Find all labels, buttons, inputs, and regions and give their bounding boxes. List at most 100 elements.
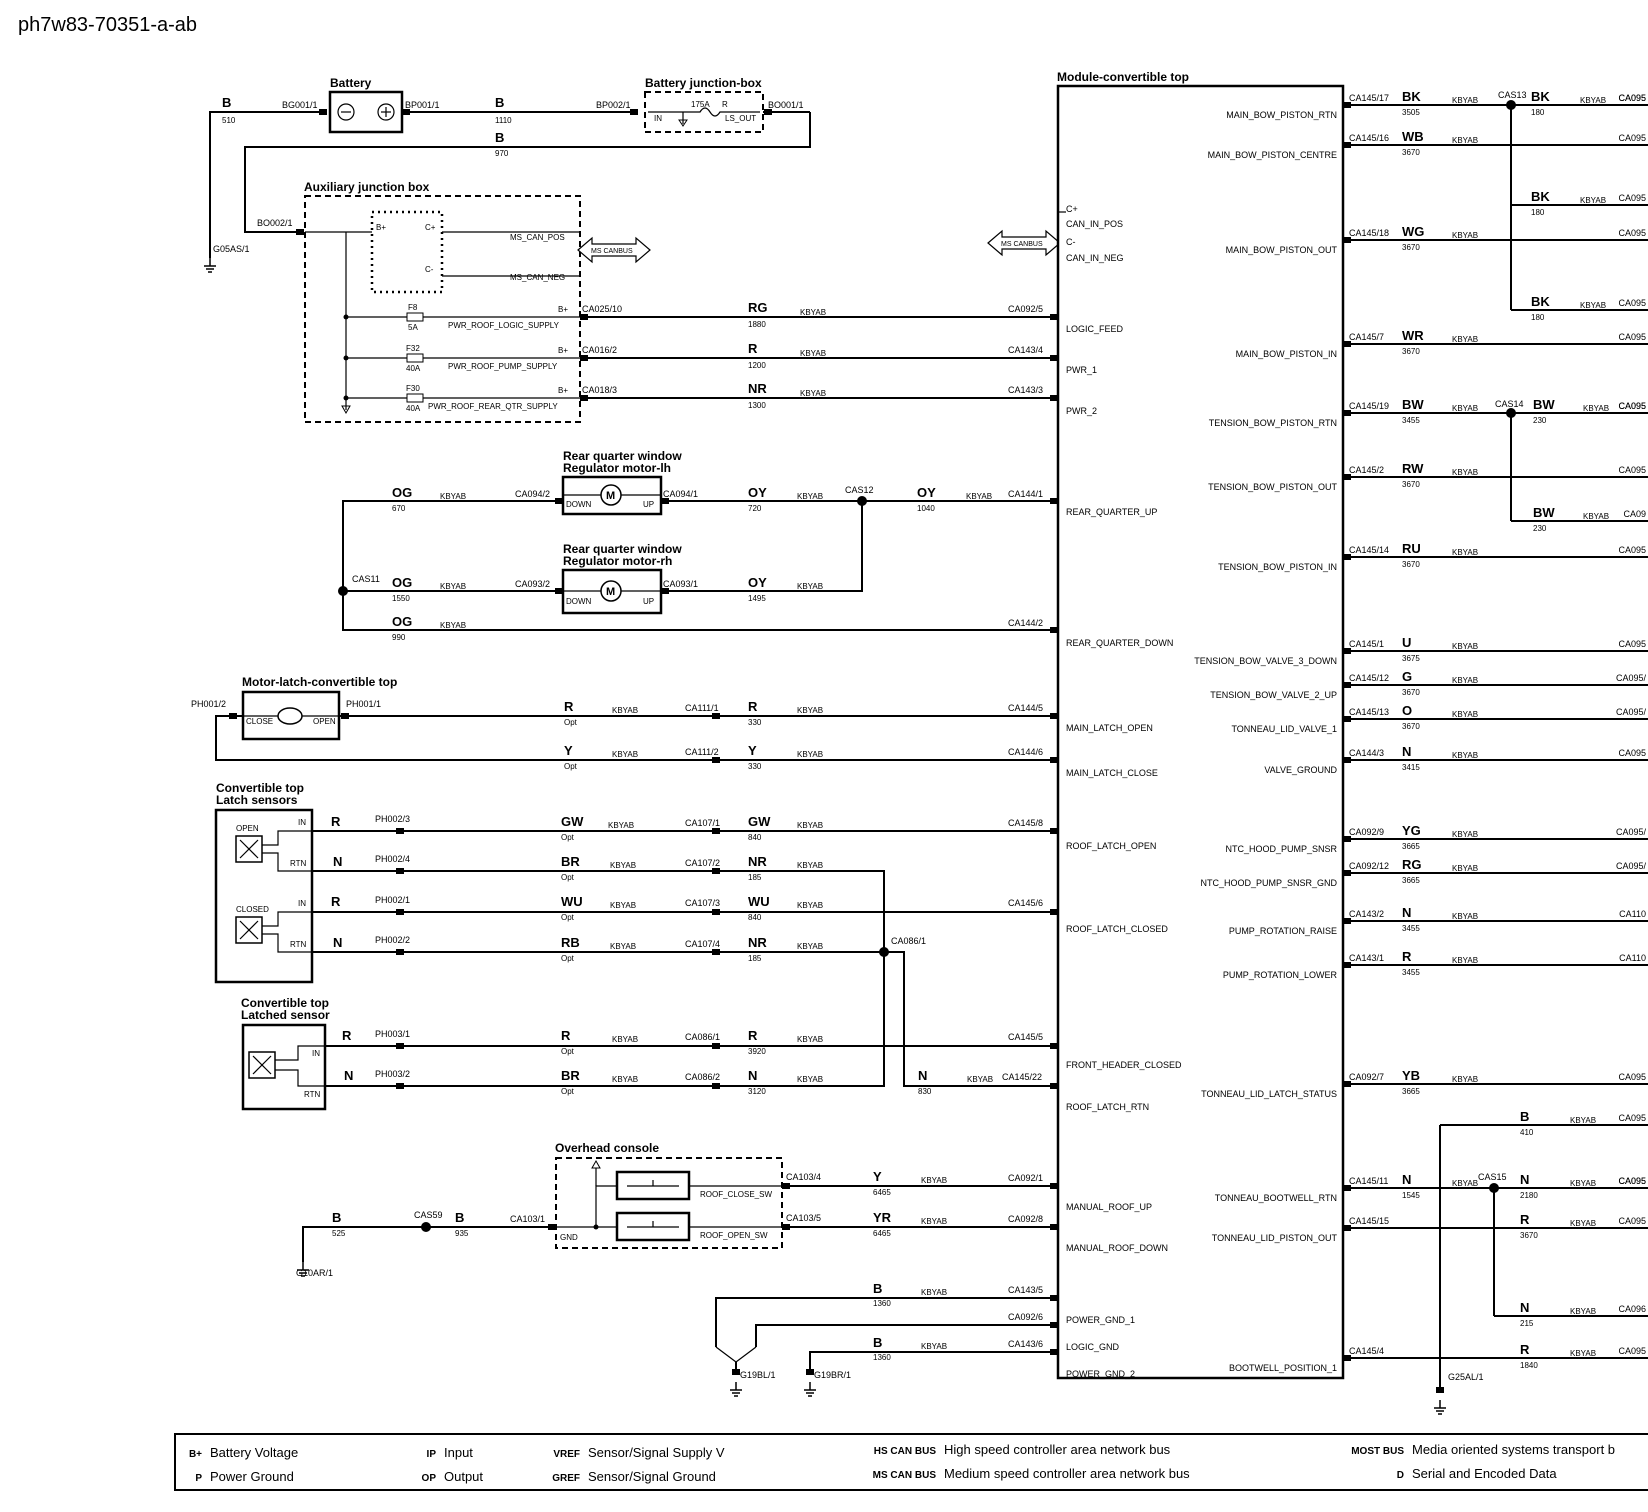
wire-gauge: 1110 <box>495 116 512 125</box>
connector-label: CA086/1 <box>685 1032 720 1042</box>
wire-gauge: 3670 <box>1402 560 1420 569</box>
connector-label: CA095 <box>1618 93 1646 103</box>
sensor-label: CLOSED <box>236 905 269 914</box>
module-pin-label: TENSION_BOW_PISTON_RTN <box>1209 418 1337 428</box>
wire-color: N <box>333 935 342 950</box>
wire-gauge: 3670 <box>1402 688 1420 697</box>
legend-abbr: VREF <box>553 1449 580 1460</box>
wire-type: KBYAB <box>610 861 636 870</box>
motor-symbol: M <box>606 586 615 598</box>
connector-label: CA095 <box>1618 1346 1646 1356</box>
wire-color: WU <box>561 894 583 909</box>
connector-label: CAS15 <box>1478 1172 1507 1182</box>
wire-color: N <box>1402 744 1411 759</box>
connector-label: CA093/1 <box>663 579 698 589</box>
connector-label: CA095/ <box>1616 707 1647 717</box>
connector-label: PH001/1 <box>346 699 381 709</box>
connector-label: CAS13 <box>1498 90 1527 100</box>
legend-text: Media oriented systems transport b <box>1412 1442 1615 1457</box>
motor-icon <box>277 707 303 725</box>
connector-label: CA145/12 <box>1349 673 1389 683</box>
wire-gauge: 180 <box>1531 108 1545 117</box>
wire-gauge: 6465 <box>873 1188 891 1197</box>
connector-label: CA094/2 <box>515 489 550 499</box>
aux-junction-box-title: Auxiliary junction box <box>304 180 430 194</box>
legend-text: Output <box>444 1469 483 1484</box>
wire-type: KBYAB <box>797 706 823 715</box>
wire-type: KBYAB <box>612 1075 638 1084</box>
wire-type: KBYAB <box>797 1035 823 1044</box>
wire-gauge: 840 <box>748 833 762 842</box>
connector-label: CA095 <box>1618 93 1646 103</box>
connector-label: CA095 <box>1618 193 1646 203</box>
legend-text: Battery Voltage <box>210 1445 298 1460</box>
connector-label: CA144/6 <box>1008 747 1043 757</box>
wire-color: R <box>342 1028 352 1043</box>
module-pin-label: CAN_IN_NEG <box>1066 253 1124 263</box>
connector-label: CA145/8 <box>1008 818 1043 828</box>
connector-label: CA143/3 <box>1008 385 1043 395</box>
wire-type: KBYAB <box>921 1217 947 1226</box>
module-pin-label: NTC_HOOD_PUMP_SNSR_GND <box>1200 878 1337 888</box>
wire-type: KBYAB <box>1580 196 1606 205</box>
wire-gauge: 3505 <box>1402 108 1420 117</box>
connector-label: BP002/1 <box>596 100 631 110</box>
wire-type: KBYAB <box>1452 710 1478 719</box>
connector-label: CA093/2 <box>515 579 550 589</box>
connector-label: CA095 <box>1618 545 1646 555</box>
motor-icon <box>600 484 622 506</box>
wire-color: N <box>1520 1300 1529 1315</box>
connector-label: CA145/7 <box>1349 332 1384 342</box>
signal-label: PWR_ROOF_LOGIC_SUPPLY <box>448 321 560 330</box>
wire-color: OG <box>392 575 412 590</box>
wire-color: R <box>748 1028 758 1043</box>
wire-gauge: 180 <box>1531 208 1545 217</box>
wire-color: G <box>1402 669 1412 684</box>
wire-color: R <box>748 699 758 714</box>
splice-icon <box>857 496 867 506</box>
latch-sensors-title: Latch sensors <box>216 793 298 807</box>
connector-label: PH002/4 <box>375 854 410 864</box>
splice-icon <box>879 947 889 957</box>
wire-type: KBYAB <box>797 1075 823 1084</box>
connector-label: CAS12 <box>845 485 874 495</box>
fuse-rating: 40A <box>406 364 421 373</box>
wire-type: KBYAB <box>800 389 826 398</box>
wire-color: B <box>1520 1109 1529 1124</box>
wire-color: R <box>561 1028 571 1043</box>
module-pin-label: LOGIC_FEED <box>1066 324 1124 334</box>
wire-gauge: 3455 <box>1402 924 1420 933</box>
wire-color: B <box>873 1335 882 1350</box>
wire-color: BR <box>561 854 580 869</box>
module-pin-label: CAN_IN_POS <box>1066 219 1123 229</box>
rqw-lh-title: Regulator motor-lh <box>563 461 671 475</box>
wire-gauge: 525 <box>332 1229 346 1238</box>
overhead-console <box>555 1157 783 1249</box>
wire-type: KBYAB <box>440 492 466 501</box>
wire-type: KBYAB <box>966 492 992 501</box>
connector-label: CA095 <box>1618 228 1646 238</box>
wire-gauge: 185 <box>748 954 762 963</box>
module-pin-label: MAIN_BOW_PISTON_OUT <box>1226 245 1338 255</box>
connector-label: PH001/2 <box>191 699 226 709</box>
wire-gauge: Opt <box>561 913 575 922</box>
wire-color: OG <box>392 614 412 629</box>
wire-color: WB <box>1402 129 1424 144</box>
pin-label: B+ <box>376 223 386 232</box>
wire-color: R <box>1402 949 1412 964</box>
fuse-icon <box>648 107 760 117</box>
wire-type: KBYAB <box>608 821 634 830</box>
connector-label: CA095 <box>1618 1176 1646 1186</box>
connector-label: BG001/1 <box>282 100 318 110</box>
latch-sensors-title: Convertible top <box>216 781 304 795</box>
connector-label: CA095/ <box>1616 827 1647 837</box>
wire-type: KBYAB <box>800 308 826 317</box>
wire-color: B <box>222 95 231 110</box>
module-pin-label: POWER_GND_2 <box>1066 1369 1135 1379</box>
wire-color: B <box>495 130 504 145</box>
sensor-label: OPEN <box>236 824 259 833</box>
wire-color: WU <box>748 894 770 909</box>
connector-label: BO002/1 <box>257 218 293 228</box>
wire-gauge: 3120 <box>748 1087 766 1096</box>
